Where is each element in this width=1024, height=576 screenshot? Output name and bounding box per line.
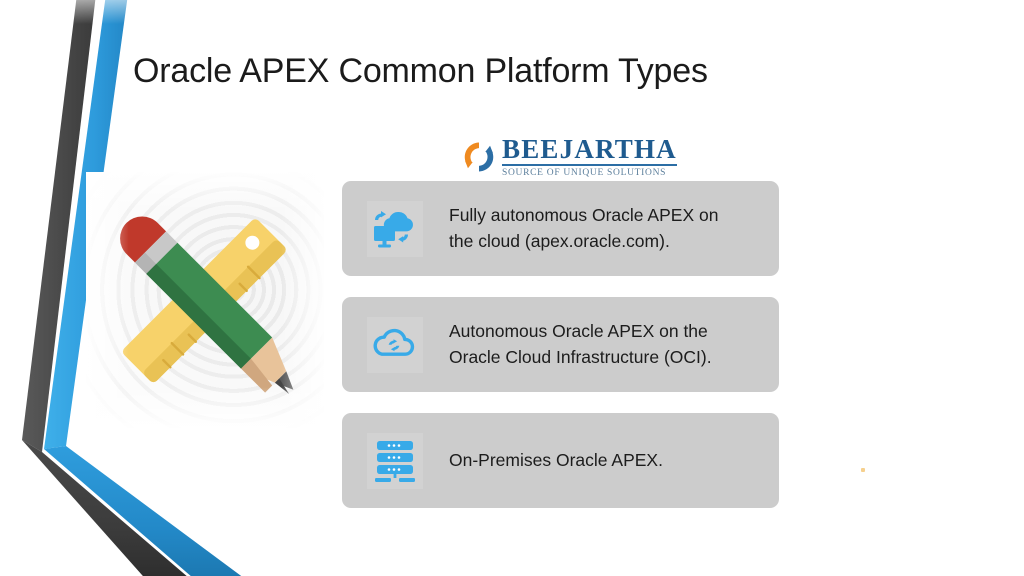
platform-card-oci[interactable]: Autonomous Oracle APEX on the Oracle Clo… [342, 297, 779, 392]
chevron-dark-lower [22, 440, 187, 576]
pencil-ruler-illustration [86, 172, 324, 428]
brand-logo: BEEJARTHA SOURCE OF UNIQUE SOLUTIONS [462, 136, 677, 179]
chevron-dark-upper [22, 0, 96, 452]
platform-card-text: Autonomous Oracle APEX on the Oracle Clo… [449, 319, 712, 371]
logo-name: BEEJARTHA [502, 134, 677, 166]
cloud-computing-glyph [374, 210, 413, 247]
chevron-blue-lower [44, 446, 242, 576]
platform-card-on-premises[interactable]: On-Premises Oracle APEX. [342, 413, 779, 508]
server-stack-icon [367, 432, 423, 489]
cloud-sync-glyph [373, 328, 415, 356]
card-line-2: Oracle Cloud Infrastructure (OCI). [449, 346, 712, 367]
card-line-1: Fully autonomous Oracle APEX on [449, 204, 719, 225]
cloud-sync-icon [367, 316, 423, 373]
refresh-cycle-icon [464, 142, 494, 172]
server-stack-glyph [375, 440, 415, 482]
cloud-computing-icon [367, 200, 423, 257]
logo-tagline: SOURCE OF UNIQUE SOLUTIONS [502, 168, 667, 178]
platform-card-text: On-Premises Oracle APEX. [449, 448, 663, 474]
page-title: Oracle APEX Common Platform Types [133, 52, 708, 90]
decorative-speck [861, 468, 865, 472]
card-line-1: Autonomous Oracle APEX on the [449, 320, 708, 341]
platform-card-text: Fully autonomous Oracle APEX on the clou… [449, 203, 718, 255]
card-line-2: the cloud (apex.oracle.com). [449, 230, 670, 251]
chevron-top-fade [60, 0, 150, 24]
card-line-1: On-Premises Oracle APEX. [449, 449, 663, 470]
illustration-edge-fade [86, 172, 324, 428]
logo-text-block: BEEJARTHA SOURCE OF UNIQUE SOLUTIONS [502, 136, 677, 179]
platform-card-cloud[interactable]: Fully autonomous Oracle APEX on the clou… [342, 181, 779, 276]
